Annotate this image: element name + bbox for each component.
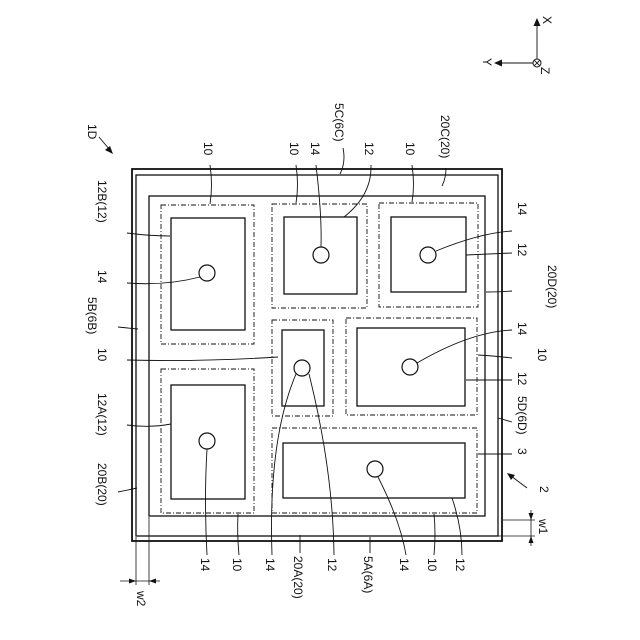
label-w2: w2 bbox=[134, 590, 148, 607]
label-14-bot-b: 14 bbox=[263, 558, 277, 572]
label-12a12: 12A(12) bbox=[95, 393, 109, 436]
label-w1: w1 bbox=[536, 518, 550, 535]
label-12b12: 12B(12) bbox=[95, 180, 109, 223]
label-3: 3 bbox=[515, 448, 529, 455]
axis-y-label: Y bbox=[480, 58, 494, 66]
label-20d20: 20D(20) bbox=[545, 265, 559, 308]
label-5d6d: 5D(6D) bbox=[515, 396, 529, 435]
label-14-left-a: 14 bbox=[95, 270, 109, 284]
package-outline bbox=[132, 169, 502, 541]
label-10-bot-b: 10 bbox=[425, 558, 439, 572]
label-10-bot-a: 10 bbox=[230, 558, 244, 572]
figure-label: 1D bbox=[85, 124, 113, 154]
label-12-right-a: 12 bbox=[515, 243, 529, 257]
label-10-top-c: 10 bbox=[403, 142, 417, 156]
label-2: 2 bbox=[537, 486, 551, 493]
label-12-bot-a: 12 bbox=[325, 558, 339, 572]
outer-frame bbox=[132, 169, 502, 541]
via-12b bbox=[199, 265, 215, 281]
label-20b20: 20B(20) bbox=[95, 463, 109, 506]
via-5c-left bbox=[313, 247, 329, 263]
label-10-top-b: 10 bbox=[287, 142, 301, 156]
label-14-right-b: 14 bbox=[515, 322, 529, 336]
via-5a bbox=[367, 461, 383, 477]
label-10-right: 10 bbox=[535, 348, 549, 362]
axis-x-label: X bbox=[540, 16, 554, 24]
outer-frame-inner-line bbox=[136, 175, 498, 536]
via-5d bbox=[402, 359, 418, 375]
label-14-top-a: 14 bbox=[308, 142, 322, 156]
label-12-right-b: 12 bbox=[515, 372, 529, 386]
label-10-left: 10 bbox=[95, 348, 109, 362]
via-center bbox=[294, 360, 310, 376]
label-5a6a: 5A(6A) bbox=[361, 556, 375, 593]
label-12-top-a: 12 bbox=[362, 142, 376, 156]
label-14-bot-a: 14 bbox=[198, 558, 212, 572]
axis-z-label: Z bbox=[538, 67, 552, 74]
axis-indicator: X Y Z bbox=[480, 16, 554, 74]
label-20a20: 20A(20) bbox=[291, 556, 305, 599]
substrate-boundary bbox=[149, 196, 485, 516]
label-10-top-a: 10 bbox=[201, 142, 215, 156]
via-12a bbox=[199, 433, 215, 449]
label-5b6b: 5B(6B) bbox=[85, 297, 99, 334]
label-14-bot-c: 14 bbox=[397, 558, 411, 572]
via-5c-right bbox=[420, 247, 436, 263]
label-14-right-a: 14 bbox=[515, 202, 529, 216]
label-12-bot-b: 12 bbox=[453, 558, 467, 572]
label-5c6c: 5C(6C) bbox=[332, 103, 346, 142]
dimension-w2 bbox=[120, 517, 160, 585]
figure-label-text: 1D bbox=[85, 124, 99, 140]
label-20c20: 20C(20) bbox=[438, 115, 452, 158]
reference-labels: 10 10 14 5C(6C) 12 10 20C(20) 12B(12) 14… bbox=[85, 103, 559, 607]
